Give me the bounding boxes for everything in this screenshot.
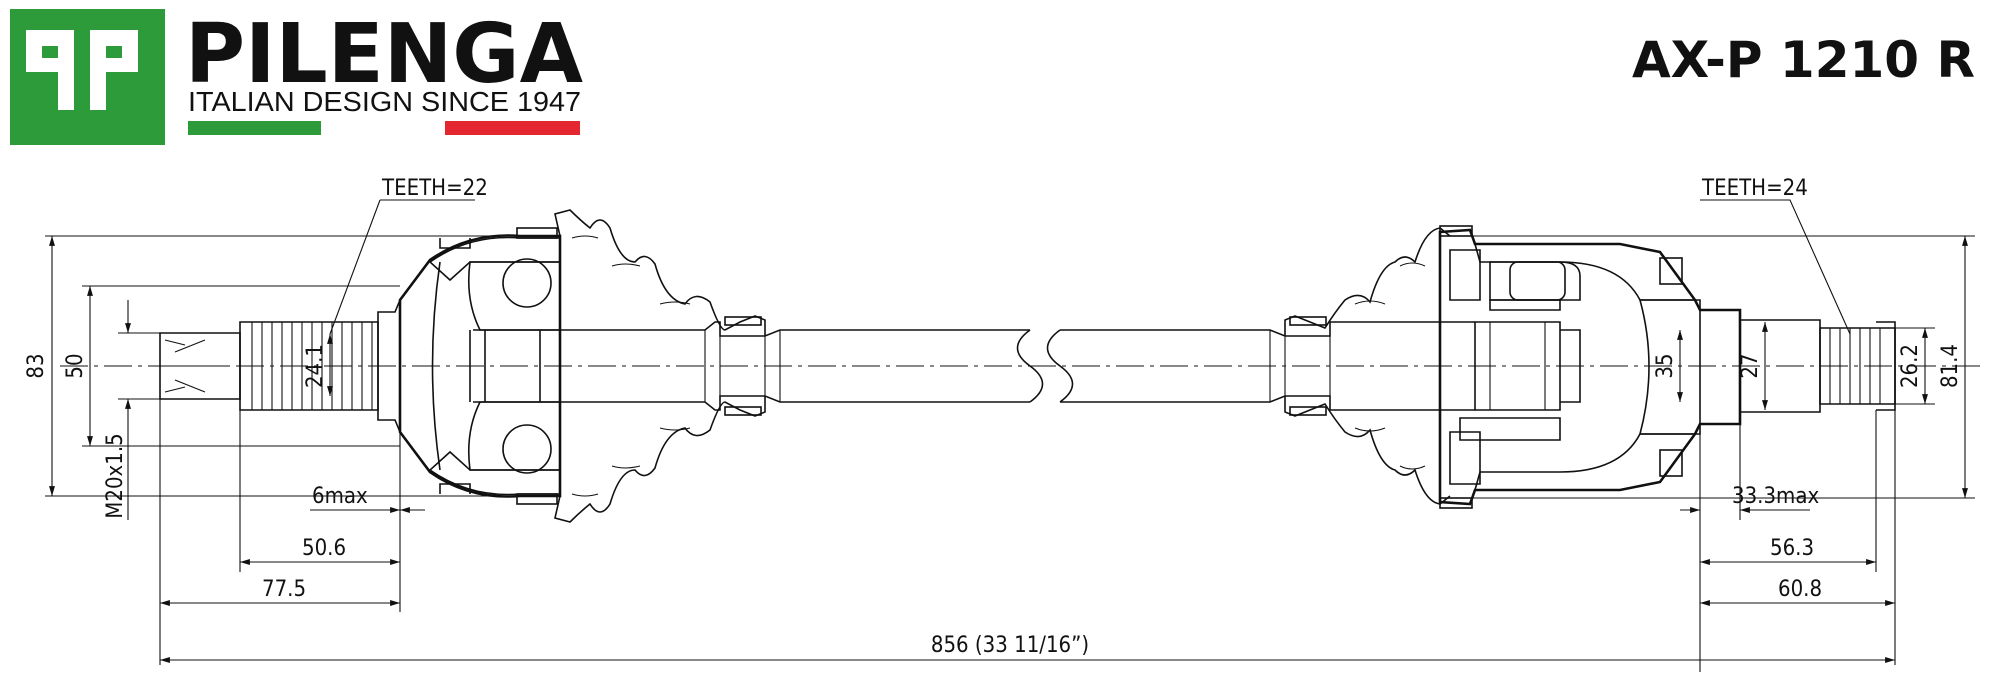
logo-mark xyxy=(10,9,165,145)
dim-24-1: 24.1 xyxy=(303,344,328,388)
dim-77-5: 77.5 xyxy=(262,577,306,602)
dim-33-3max: 33.3max xyxy=(1732,484,1819,509)
dim-27: 27 xyxy=(1738,353,1763,378)
left-boot xyxy=(554,209,766,523)
dim-26-2: 26.2 xyxy=(1898,344,1923,388)
logo-wordmark: PILENGA xyxy=(185,7,584,102)
logo-tagline: ITALIAN DESIGN SINCE 1947 xyxy=(188,86,581,117)
dim-56-3: 56.3 xyxy=(1770,536,1814,561)
overall-length-dimension: 856 (33 11/16”) xyxy=(160,633,1895,663)
flag-stripe-red xyxy=(445,121,580,135)
left-dimensions: 83 50 M20x1.5 24.1 TEETH=22 6max 50.6 77… xyxy=(24,176,560,665)
left-teeth-label: TEETH=22 xyxy=(381,176,488,201)
right-teeth-label: TEETH=24 xyxy=(1701,176,1808,201)
flag-stripe-green xyxy=(188,121,321,135)
dim-60-8: 60.8 xyxy=(1778,577,1822,602)
dim-thread: M20x1.5 xyxy=(103,433,128,518)
part-number: AX-P 1210 R xyxy=(1632,31,1975,89)
logo-glyph xyxy=(26,30,138,110)
right-dimensions: 35 27 26.2 81.4 TEETH=24 33.3max 56.3 60… xyxy=(1440,176,1975,672)
dim-6max: 6max xyxy=(312,484,368,509)
dim-overall-length: 856 (33 11/16”) xyxy=(931,633,1089,658)
brand-logo: PILENGA ITALIAN DESIGN SINCE 1947 xyxy=(10,7,584,145)
right-stub-shaft xyxy=(1700,309,1896,425)
dim-50: 50 xyxy=(63,353,88,378)
right-tripod-joint xyxy=(1438,225,1742,509)
dim-50-6: 50.6 xyxy=(302,536,346,561)
dim-83: 83 xyxy=(24,353,49,378)
right-boot xyxy=(1284,227,1451,505)
drive-shaft xyxy=(560,321,1475,411)
dim-35: 35 xyxy=(1653,353,1678,378)
dim-81-4: 81.4 xyxy=(1938,344,1963,388)
